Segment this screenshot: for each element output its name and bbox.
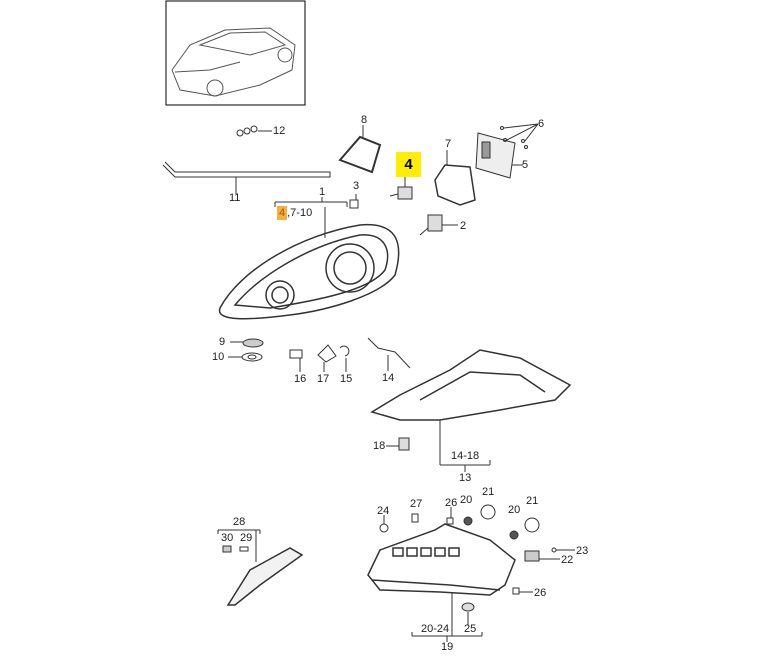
callout-11[interactable]: 11: [229, 192, 241, 204]
part-7-housing-cover-icon: [434, 150, 476, 206]
callout-24[interactable]: 24: [377, 505, 390, 517]
part-13-carrier-icon: [370, 349, 572, 421]
callout-13[interactable]: 13: [459, 472, 472, 484]
part-21-ring-icon-b: [524, 517, 540, 533]
group-13-bracket: [439, 420, 491, 472]
callout-28[interactable]: 28: [233, 516, 246, 528]
callout-6[interactable]: 6: [538, 118, 545, 130]
vehicle-thumbnail-frame: [165, 0, 306, 106]
callout-1[interactable]: 1: [319, 186, 326, 198]
part-17-adjuster-icon: [317, 344, 337, 372]
callout-10[interactable]: 10: [212, 351, 225, 363]
part-22-socket-icon: [524, 550, 560, 562]
callout-2[interactable]: 2: [460, 220, 467, 232]
callout-29[interactable]: 29: [240, 532, 253, 544]
part-8-cover-icon: [338, 125, 382, 174]
part-26-screw-icon-b: [512, 587, 533, 595]
callout-14[interactable]: 14: [382, 372, 395, 384]
part-21-ring-icon: [480, 504, 496, 520]
callout-8[interactable]: 8: [361, 114, 368, 126]
part-25-nut-icon: [461, 602, 475, 625]
group-28-bracket: [217, 529, 261, 562]
part-2-connector-icon: [419, 214, 458, 236]
callout-21-b[interactable]: 21: [526, 495, 539, 507]
part-19-fog-light-icon: [367, 523, 516, 596]
callout-20-24[interactable]: 20-24: [421, 623, 450, 635]
part-10-ring-icon: [228, 352, 263, 362]
callout-15[interactable]: 15: [340, 373, 353, 385]
part-9-cap-icon: [230, 338, 264, 348]
group-19-bracket: [411, 592, 483, 642]
callout-18[interactable]: 18: [373, 440, 386, 452]
callout-20-b[interactable]: 20: [508, 504, 521, 516]
part-6-screws-icon: [500, 123, 539, 149]
callout-12[interactable]: 12: [273, 125, 286, 137]
callout-25[interactable]: 25: [464, 623, 477, 635]
part-23-screw-icon: [551, 547, 575, 553]
callout-14-18[interactable]: 14-18: [451, 450, 480, 462]
callout-group-rest: ,7-10: [287, 207, 313, 219]
callout-30[interactable]: 30: [221, 532, 234, 544]
callout-9[interactable]: 9: [219, 336, 226, 348]
callout-23[interactable]: 23: [576, 545, 589, 557]
callout-group-highlight: 4: [277, 206, 288, 220]
part-29-bulb-icon: [239, 546, 249, 552]
part-4-bulb-icon: [389, 177, 413, 200]
part-15-clip-icon: [339, 345, 350, 372]
part-11-cable-icon: [162, 161, 331, 194]
callout-5[interactable]: 5: [522, 159, 529, 171]
callout-group-4-7-10[interactable]: 4,7-10: [277, 206, 313, 220]
part-3-screw-icon: [349, 194, 359, 209]
part-5-control-unit-icon: [475, 132, 523, 179]
callout-27[interactable]: 27: [410, 498, 423, 510]
callout-16[interactable]: 16: [294, 373, 307, 385]
part-27-clip-icon: [411, 513, 419, 523]
part-16-screw-icon: [289, 349, 303, 372]
part-20-bulb-icon-b: [509, 530, 519, 540]
callout-3[interactable]: 3: [353, 180, 360, 192]
part-1-headlight-icon: [218, 223, 400, 320]
part-18-nut-icon: [386, 437, 410, 451]
part-26-screw-icon: [446, 507, 454, 525]
callout-21[interactable]: 21: [482, 486, 495, 498]
part-12-clips-icon: [236, 125, 272, 137]
callout-26[interactable]: 26: [445, 497, 458, 509]
callout-26-b[interactable]: 26: [534, 587, 547, 599]
callout-22[interactable]: 22: [561, 554, 574, 566]
part-14-wire-icon: [367, 337, 411, 371]
part-28-side-marker-icon: [226, 547, 304, 606]
part-24-bulb-icon: [379, 515, 389, 533]
vehicle-thumbnail-icon: [171, 27, 296, 97]
part-30-bulb-icon: [222, 545, 232, 553]
callout-4-highlighted[interactable]: 4: [396, 152, 421, 177]
part-20-bulb-icon: [463, 516, 473, 526]
callout-20[interactable]: 20: [460, 494, 473, 506]
callout-17[interactable]: 17: [317, 373, 330, 385]
callout-19[interactable]: 19: [441, 641, 454, 653]
callout-7[interactable]: 7: [445, 138, 452, 150]
